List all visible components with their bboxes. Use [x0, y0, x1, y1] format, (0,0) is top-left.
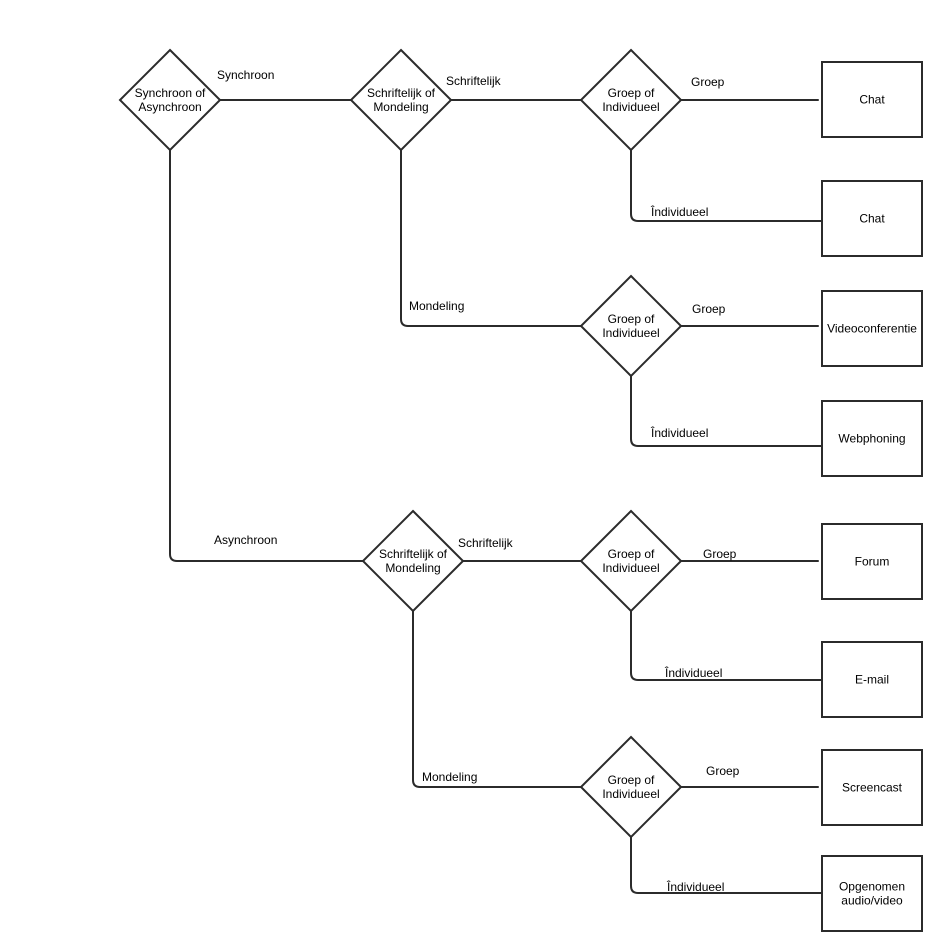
- edge-d2-d5: [400, 149, 582, 327]
- node-label: Mondeling: [373, 100, 428, 114]
- edge-label: Schriftelijk: [446, 74, 502, 88]
- decision-diamond: [361, 509, 465, 613]
- decision-diamond: [579, 274, 683, 378]
- decision-diamond: [118, 48, 222, 152]
- node-label: Schriftelijk of: [367, 86, 436, 100]
- outcome-box: [821, 180, 923, 257]
- outcome-box: [821, 855, 923, 932]
- node-label: Screencast: [842, 781, 903, 795]
- node-label: Groep of: [608, 86, 655, 100]
- node-label: Schriftelijk of: [379, 547, 448, 561]
- edge-label: Groep: [703, 547, 737, 561]
- node-label: Opgenomen: [839, 880, 905, 894]
- edge-label: Asynchroon: [214, 533, 277, 547]
- node-label: Chat: [859, 212, 885, 226]
- outcome-box: [821, 749, 923, 826]
- edges-layer: [169, 99, 823, 894]
- edge-label: Îndividueel: [650, 425, 708, 440]
- outcome-node-r6: E-mail: [821, 641, 923, 718]
- decision-diamond: [579, 48, 683, 152]
- node-label: Webphoning: [838, 432, 905, 446]
- node-label: Individueel: [602, 787, 659, 801]
- outcome-node-r7: Screencast: [821, 749, 923, 826]
- edge-d1-d3: [169, 149, 364, 562]
- edge-label: Îndividueel: [664, 665, 722, 680]
- edge-label: Groep: [691, 75, 725, 89]
- edge-d6-r6: [630, 610, 823, 681]
- node-label: Groep of: [608, 547, 655, 561]
- outcome-node-r2: Chat: [821, 180, 923, 257]
- node-label: Individueel: [602, 326, 659, 340]
- node-label: Asynchroon: [138, 100, 201, 114]
- outcome-node-r3: Videoconferentie: [821, 290, 923, 367]
- edge-label: Îndividueel: [650, 204, 708, 219]
- decision-diamond: [349, 48, 453, 152]
- node-label: Individueel: [602, 100, 659, 114]
- outcome-box: [821, 400, 923, 477]
- node-label: Individueel: [602, 561, 659, 575]
- edge-label: Îndividueel: [666, 879, 724, 894]
- node-label: E-mail: [855, 673, 889, 687]
- outcome-box: [821, 290, 923, 367]
- edge-label: Mondeling: [422, 770, 477, 784]
- node-label: audio/video: [841, 894, 903, 908]
- edge-labels-layer: SynchroonAsynchroonSchriftelijkMondeling…: [214, 68, 740, 894]
- edge-d7-r8: [630, 836, 823, 894]
- outcome-node-r4: Webphoning: [821, 400, 923, 477]
- edge-d3-d7: [412, 610, 582, 788]
- outcome-box: [821, 523, 923, 600]
- edge-label: Groep: [706, 764, 740, 778]
- edge-d4-r2: [630, 149, 823, 222]
- node-label: Mondeling: [385, 561, 440, 575]
- outcome-box: [821, 61, 923, 138]
- edge-label: Schriftelijk: [458, 536, 514, 550]
- edge-label: Groep: [692, 302, 726, 316]
- edge-label: Mondeling: [409, 299, 464, 313]
- outcome-node-r1: Chat: [821, 61, 923, 138]
- decision-diamond: [579, 509, 683, 613]
- node-label: Chat: [859, 93, 885, 107]
- node-label: Videoconferentie: [827, 322, 917, 336]
- node-label: Forum: [855, 555, 890, 569]
- node-label: Groep of: [608, 773, 655, 787]
- edge-label: Synchroon: [217, 68, 274, 82]
- edge-d5-r4: [630, 375, 823, 447]
- outcome-box: [821, 641, 923, 718]
- decision-diamond: [579, 735, 683, 839]
- outcome-node-r5: Forum: [821, 523, 923, 600]
- node-label: Synchroon of: [135, 86, 206, 100]
- node-label: Groep of: [608, 312, 655, 326]
